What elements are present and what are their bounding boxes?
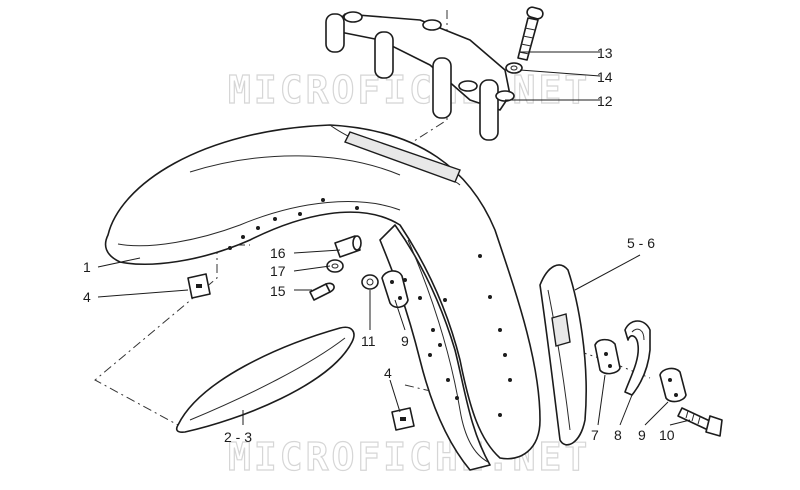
callout-1: 1 (83, 259, 91, 275)
bracket-part-7 (594, 338, 621, 375)
leader-lines (97, 51, 691, 426)
callout-9-right: 9 (638, 427, 646, 443)
nut-part-11 (361, 274, 379, 290)
clip-part-4-bottom (391, 407, 415, 431)
fender-part-1 (104, 124, 541, 471)
callout-5-6: 5 - 6 (627, 235, 655, 251)
clip-part-4-left (187, 273, 211, 299)
callout-10: 10 (659, 427, 675, 443)
callout-4-bottom: 4 (384, 365, 392, 381)
callout-7: 7 (591, 427, 599, 443)
bracket-part-12 (325, 11, 515, 141)
callout-4-left: 4 (83, 289, 91, 305)
screw-part-15 (309, 282, 335, 301)
screw-part-13 (517, 6, 544, 61)
callout-17: 17 (270, 263, 286, 279)
callout-14: 14 (597, 69, 613, 85)
mounting-holes (228, 198, 512, 417)
callout-15: 15 (270, 283, 286, 299)
callout-labels: 13 14 12 1 4 16 17 15 11 9 2 - 3 4 5 - 6… (83, 45, 675, 445)
callout-2-3: 2 - 3 (224, 429, 252, 445)
watermark-top: MICROFICHE.NET (228, 68, 590, 112)
callout-12: 12 (597, 93, 613, 109)
bolt-part-10 (677, 407, 723, 437)
callout-13: 13 (597, 45, 613, 61)
callout-16: 16 (270, 245, 286, 261)
callout-11: 11 (361, 333, 376, 349)
grommet-part-16 (334, 235, 362, 258)
reflector-part-5-6 (539, 264, 587, 446)
plate-part-9-mid (381, 270, 409, 309)
plate-part-9-right (659, 367, 687, 403)
callout-9-mid: 9 (401, 333, 409, 349)
washer-part-14 (505, 62, 523, 74)
callout-8: 8 (614, 427, 622, 443)
lower-panel-part-2-3 (175, 326, 355, 433)
loop-part-8 (624, 320, 651, 396)
